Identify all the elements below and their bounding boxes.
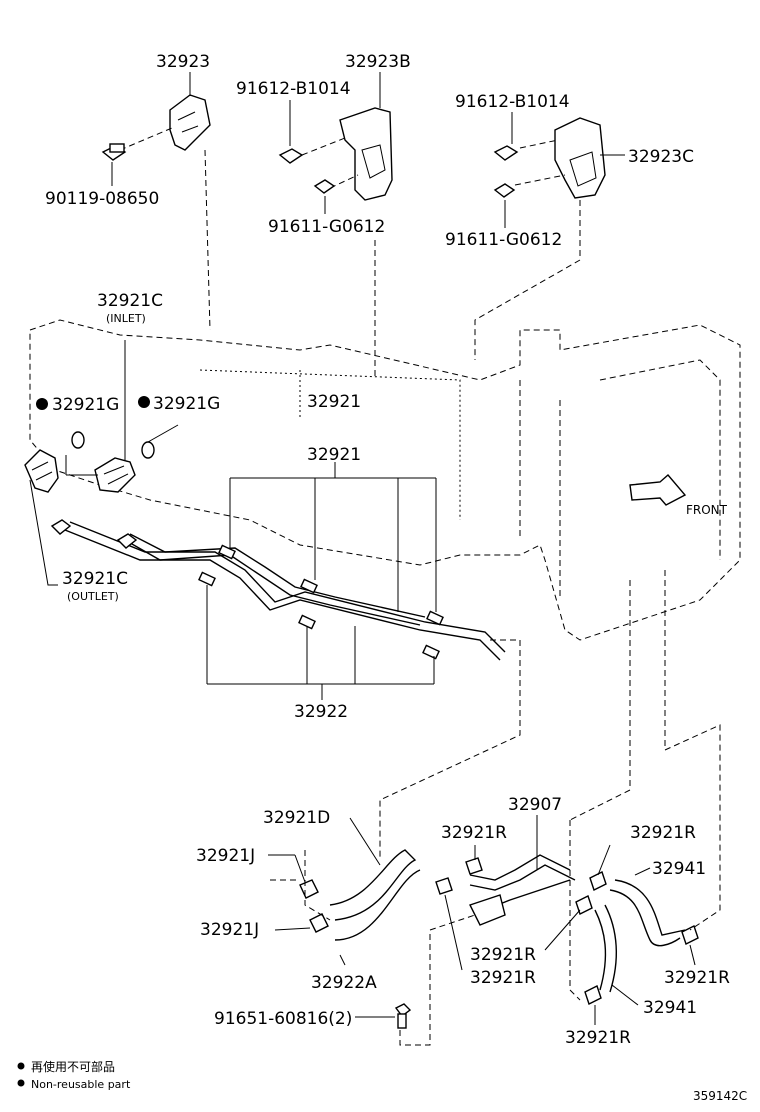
diagram-id: 359142C [693,1089,747,1103]
label-32921r-e: 32921R [664,968,730,988]
transmission-outline [29,319,741,641]
legend-dot-2 [17,1079,25,1087]
label-32921r-d: 32921R [470,968,536,988]
legend-line-1: 再使用不可部品 [31,1059,115,1074]
label-32922a: 32922A [311,973,377,993]
label-32921r-b: 32921R [630,823,696,843]
pipe-bracket-lines [229,462,437,612]
label-32923c: 32923C [628,147,694,167]
label-32923b: 32923B [345,52,411,72]
label-91611-left: 91611-G0612 [268,217,385,237]
label-32941-b: 32941 [643,998,697,1018]
bolt-90119[interactable] [101,143,127,186]
pipe-32907[interactable] [469,815,576,926]
label-91651: 91651-60816(2) [214,1009,352,1029]
clamp-32921r-c[interactable] [589,844,611,891]
pipe-clamps-32922[interactable] [198,544,444,700]
label-32921c-top: 32921C [97,291,163,311]
bracket-32923c[interactable] [554,117,625,199]
non-reusable-dot-right [138,396,150,408]
clamp-32922a[interactable] [339,954,346,966]
clamp-32921r-d[interactable] [544,895,593,951]
clamp-32921r-e[interactable] [681,925,699,966]
clamp-32921r-f[interactable] [584,985,602,1025]
label-front: FRONT [686,503,728,517]
bracket-32923[interactable] [169,72,211,151]
label-32921g-left: 32921G [52,395,119,415]
label-32921j-b: 32921J [200,920,259,940]
bolt-91651[interactable] [355,1003,412,1029]
label-32921d: 32921D [263,808,330,828]
front-arrow-icon [629,474,687,506]
hose-32941-a[interactable] [609,867,686,947]
label-32923: 32923 [156,52,210,72]
label-32921r-a: 32921R [441,823,507,843]
label-outlet: (OUTLET) [67,590,119,603]
label-91612-left: 91612-B1014 [236,79,351,99]
oil-cooler-pipes-32921[interactable] [50,519,506,661]
hose-32941-b[interactable] [594,904,639,1006]
label-32921g-right: 32921G [153,394,220,414]
label-32921r-c: 32921R [470,945,536,965]
bracket-32923b[interactable] [339,72,393,201]
bolt-91612-left[interactable] [278,100,304,164]
label-32922: 32922 [294,702,348,722]
fitting-32921c-inlet[interactable] [94,340,136,493]
label-32941-a: 32941 [652,859,706,879]
bolt-91612-right[interactable] [493,112,519,161]
label-32921r-f: 32921R [565,1028,631,1048]
non-reusable-dot-left [36,398,48,410]
fitting-32921c-outlet[interactable] [24,449,59,493]
legend-line-2: Non-reusable part [31,1078,131,1091]
label-32921j-a: 32921J [196,846,255,866]
legend-dot-1 [17,1062,25,1070]
clamp-32921r-b[interactable] [435,877,463,971]
label-32921c-bottom: 32921C [62,569,128,589]
label-inlet: (INLET) [106,312,146,325]
label-90119: 90119-08650 [45,189,159,209]
label-32921-main: 32921 [307,392,361,412]
clamp-32921r-a[interactable] [465,845,483,875]
bolt-91611-left[interactable] [313,179,336,214]
gasket-32921g-right[interactable] [141,424,179,459]
clamp-32921j-a[interactable] [268,854,319,899]
label-32921-pipes: 32921 [307,445,361,465]
bolt-91611-right[interactable] [493,183,516,228]
hose-32921d[interactable] [329,817,421,941]
label-91612-right: 91612-B1014 [455,92,570,112]
legend: 再使用不可部品 Non-reusable part [17,1059,131,1091]
label-32907: 32907 [508,795,562,815]
clamp-32921j-b[interactable] [274,913,329,933]
label-91611-right: 91611-G0612 [445,230,562,250]
gasket-32921g-left[interactable] [71,431,85,449]
